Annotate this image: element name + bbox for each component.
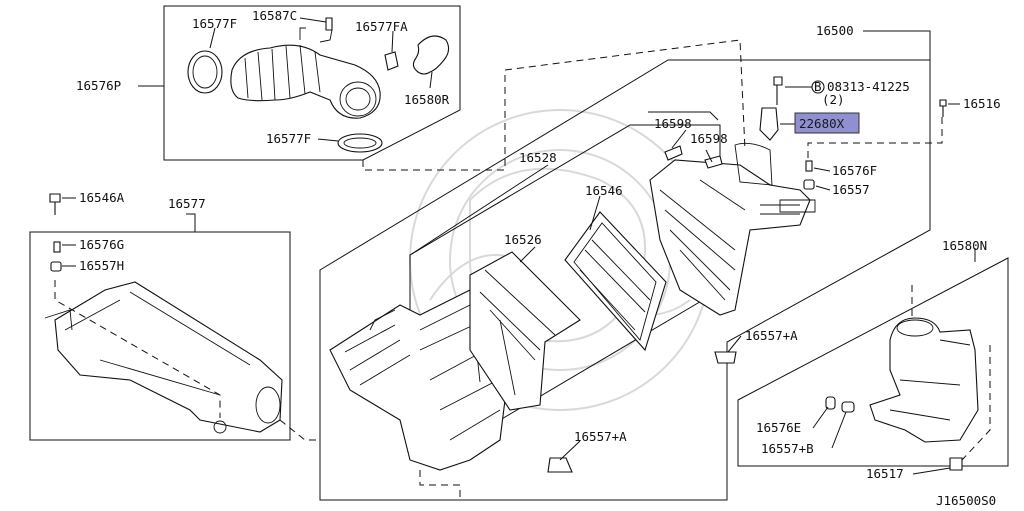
hose-clamp-top: [187, 50, 223, 94]
clip-16587c: [325, 17, 333, 31]
grommet-16557: [803, 179, 815, 190]
label-08313-41225: 08313-41225: [827, 79, 910, 94]
clamp-16577fa: [384, 51, 399, 71]
label-08313-qty: (2): [822, 92, 845, 107]
part-labels: 16577F 16587C 16577FA 16576P 16580R 1657…: [76, 8, 1001, 508]
grommet-16557h: [50, 261, 62, 272]
label-16577f-top: 16577F: [192, 16, 237, 31]
bolt-16516: [939, 99, 947, 117]
label-16557: 16557: [832, 182, 870, 197]
clip-16598-b: [704, 155, 723, 169]
grommet-16557b: [841, 401, 855, 413]
filter-element-16526: [469, 251, 581, 411]
grommet-16557a-bottom: [547, 457, 573, 473]
side-duct-16580n: [869, 317, 979, 443]
clip-16598-a: [664, 145, 683, 161]
label-16577: 16577: [168, 196, 206, 211]
grommet-16557a-right: [714, 351, 737, 364]
label-16500: 16500: [816, 23, 854, 38]
label-16526: 16526: [504, 232, 542, 247]
label-16557a-right: 16557+A: [745, 328, 798, 343]
collar-16576e: [825, 396, 836, 410]
air-cleaner-upper-case: [649, 159, 811, 316]
hose-clamp-bottom: [337, 133, 383, 153]
label-16577f-bottom: 16577F: [266, 131, 311, 146]
intake-duct: [230, 44, 381, 119]
label-16576e: 16576E: [756, 420, 801, 435]
mass-airflow-sensor: [759, 107, 779, 141]
main-assembly: B: [319, 30, 943, 501]
label-16557a-bottom: 16557+A: [574, 429, 627, 444]
dashed-link-inset: [362, 39, 746, 171]
label-16557h: 16557H: [79, 258, 124, 273]
label-16598-b: 16598: [690, 131, 728, 146]
bolt-marker-letter: B: [814, 79, 822, 94]
label-16576f: 16576F: [832, 163, 877, 178]
resonator-inset: [29, 193, 320, 441]
hose-16580r: [412, 35, 450, 75]
label-16577fa: 16577FA: [355, 19, 408, 34]
bolt-16546a: [49, 193, 61, 215]
label-16580r: 16580R: [404, 92, 450, 107]
label-16580n: 16580N: [942, 238, 987, 253]
label-16557b: 16557+B: [761, 441, 814, 456]
label-22680x[interactable]: 22680X: [799, 116, 845, 131]
collar-16576f: [805, 160, 813, 172]
screw-08313: [773, 76, 783, 105]
highlight-box-22680x: [794, 112, 860, 134]
label-16517: 16517: [866, 466, 904, 481]
label-16516: 16516: [963, 96, 1001, 111]
diagram-id: J16500S0: [936, 493, 996, 508]
label-16546: 16546: [585, 183, 623, 198]
bolt-16517: [949, 457, 963, 471]
label-16576p: 16576P: [76, 78, 121, 93]
intake-duct-inset: [138, 5, 461, 161]
label-16528: 16528: [519, 150, 557, 165]
air-cleaner-lower-case: [329, 289, 511, 471]
label-16546a: 16546A: [79, 190, 125, 205]
label-16576g: 16576G: [79, 237, 124, 252]
collar-16576g: [53, 241, 61, 253]
label-16598-a: 16598: [654, 116, 692, 131]
side-duct-inset: [737, 248, 1009, 475]
label-16587c: 16587C: [252, 8, 297, 23]
resonator-16577: [54, 281, 283, 433]
